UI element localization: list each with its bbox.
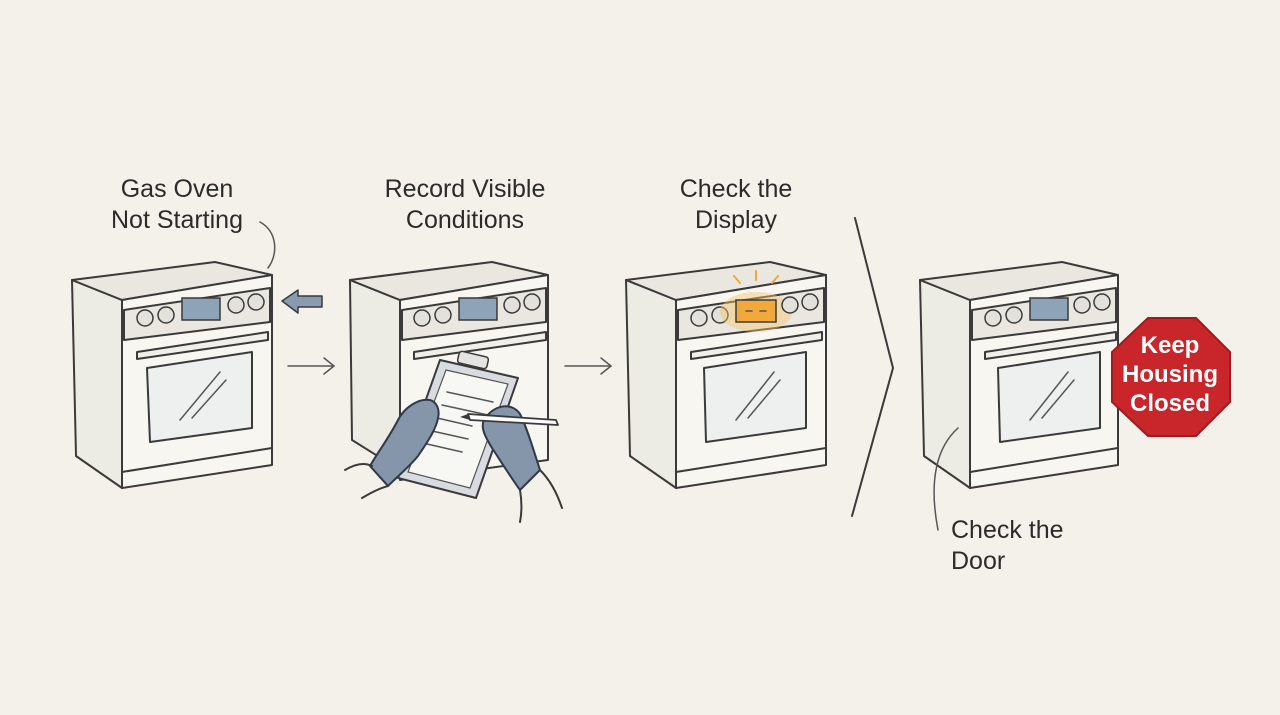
glove-icon: [344, 398, 563, 523]
door-callout-curve: [933, 427, 959, 531]
callout-curve: [259, 221, 276, 269]
warning-sign-line-1: Keep: [1141, 332, 1200, 359]
oven-1-icon: [71, 261, 273, 489]
pen-icon: [460, 413, 559, 426]
step-3-label-line-1: Check the: [680, 175, 793, 203]
oven-3-icon: [625, 261, 827, 489]
chevron-separator-icon: [851, 217, 894, 517]
flow-arrow-2: [564, 357, 613, 375]
flow-arrow-1: [287, 357, 336, 375]
warning-sign-line-2: Housing: [1122, 361, 1218, 388]
warning-sign-line-3: Closed: [1130, 390, 1210, 417]
step-1-label-line-1: Gas Oven: [121, 175, 234, 203]
stop-sign-icon: [1111, 317, 1231, 437]
display-glow-icon: [735, 299, 777, 323]
step-3-label-line-2: Display: [695, 206, 777, 234]
pointer-arrow-icon: [281, 289, 323, 314]
step-4-label-line-1: Check the: [951, 516, 1064, 544]
step-2-label-line-2: Conditions: [406, 206, 524, 234]
oven-4-icon: [919, 261, 1119, 489]
step-4-label-line-2: Door: [951, 547, 1005, 575]
step-1-label-line-2: Not Starting: [111, 206, 243, 234]
step-2-label-line-1: Record Visible: [385, 175, 546, 203]
